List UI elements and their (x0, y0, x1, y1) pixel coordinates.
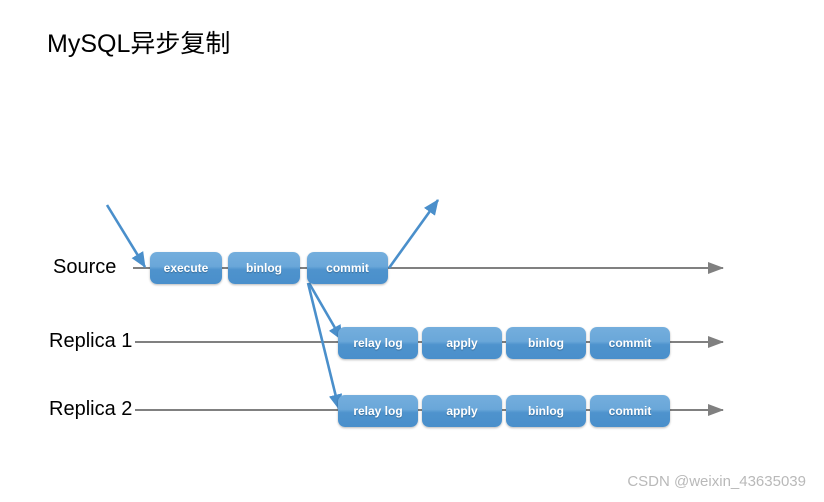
stage-box-replica-1-binlog: binlog (506, 327, 586, 359)
page-title: MySQL异步复制 (47, 30, 231, 58)
stage-box-source-execute: execute (150, 252, 222, 284)
arrow-client-request-in (105, 204, 147, 268)
stage-box-source-commit: commit (307, 252, 388, 284)
row-label-replica-1: Replica 1 (49, 330, 133, 352)
stage-box-replica-1-relay-log: relay log (338, 327, 418, 359)
stage-box-replica-2-commit: commit (590, 395, 670, 427)
row-label-replica-2: Replica 2 (49, 398, 133, 420)
csdn-watermark: CSDN @weixin_43635039 (627, 473, 806, 490)
stage-box-replica-2-binlog: binlog (506, 395, 586, 427)
arrow-client-response-out (387, 199, 440, 269)
row-label-source: Source (53, 256, 117, 278)
stage-box-replica-2-relay-log: relay log (338, 395, 418, 427)
arrow-binlog-to-replica2 (306, 282, 343, 411)
stage-box-source-binlog: binlog (228, 252, 300, 284)
arrow-binlog-to-replica1 (307, 282, 344, 341)
stage-box-replica-1-apply: apply (422, 327, 502, 359)
flow-arrow-group (105, 199, 440, 411)
stage-box-replica-1-commit: commit (590, 327, 670, 359)
stage-box-replica-2-apply: apply (422, 395, 502, 427)
